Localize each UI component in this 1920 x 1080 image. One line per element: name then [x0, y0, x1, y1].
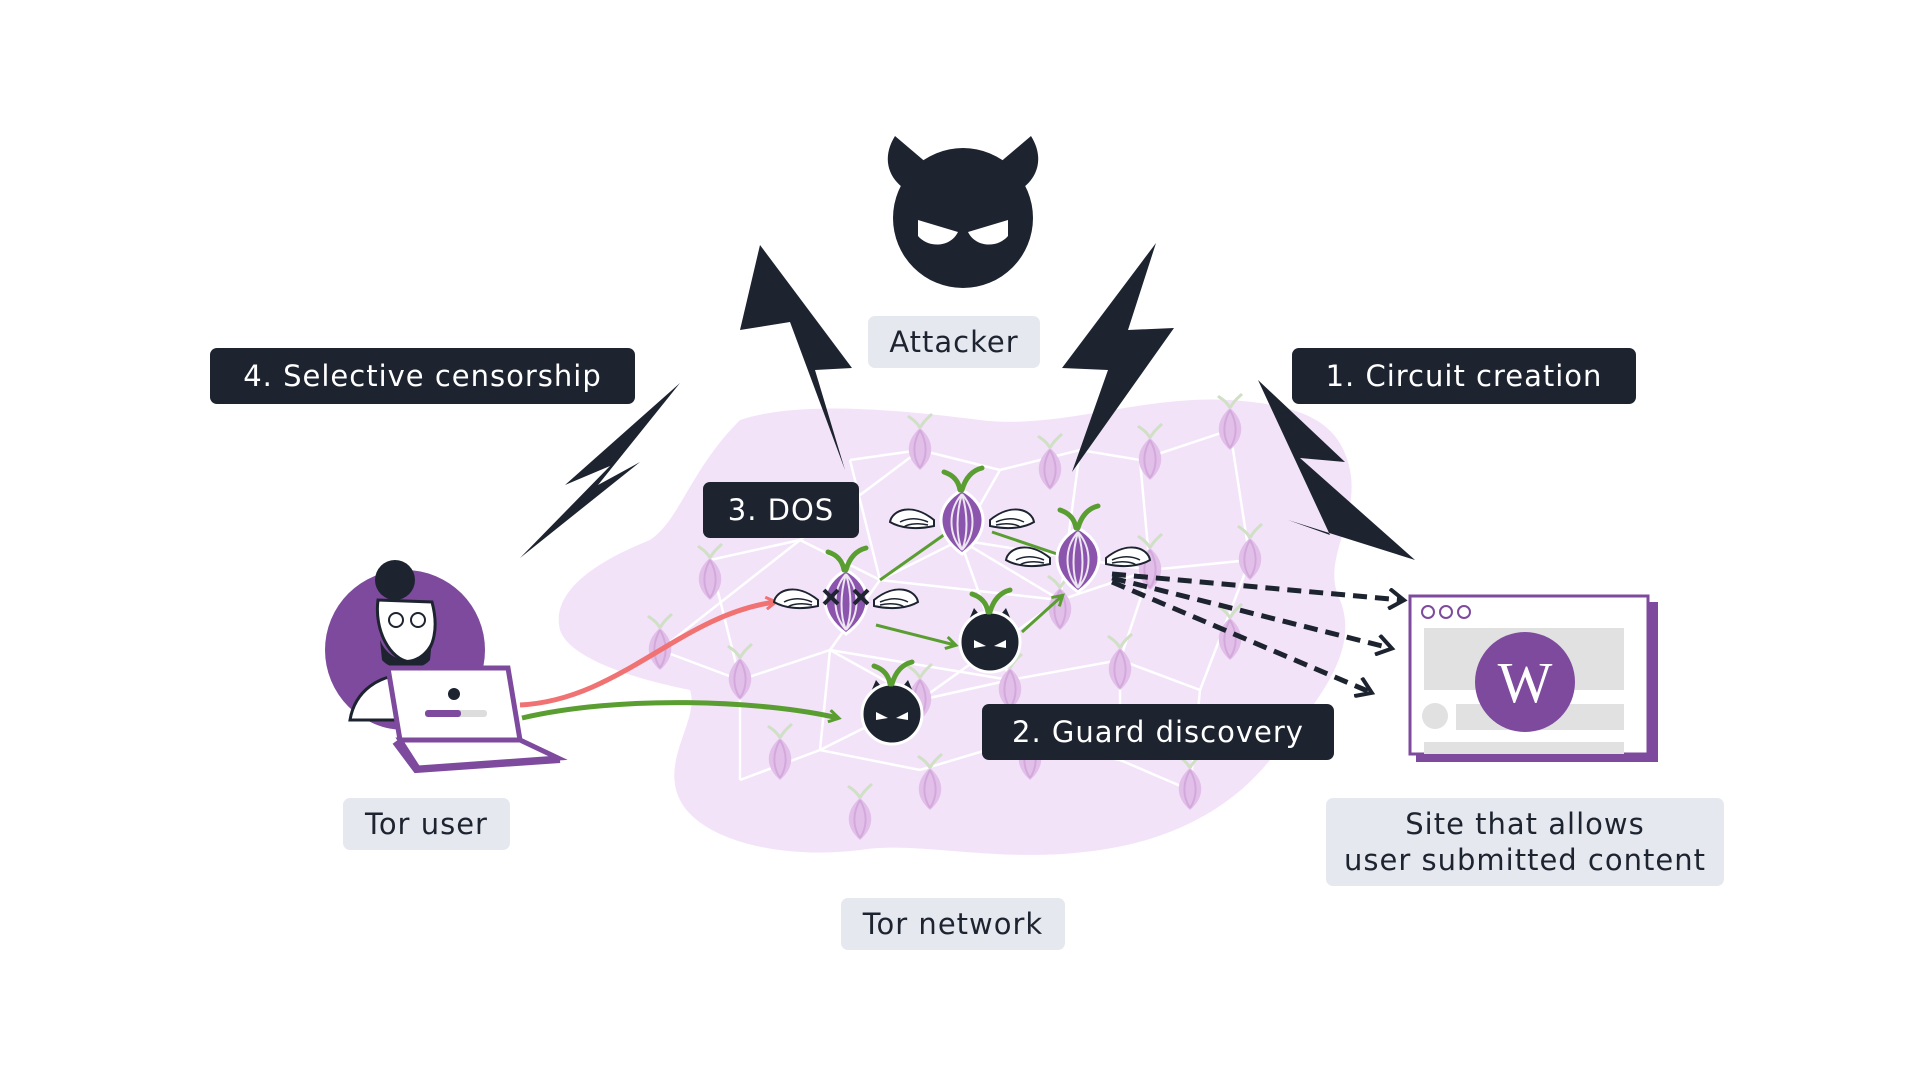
site-label-line1: Site that allows — [1405, 807, 1645, 841]
site-label: Site that allows user submitted content — [1326, 798, 1724, 886]
circuit-creation-label: 1. Circuit creation — [1292, 348, 1636, 404]
lightning-bolt-center-right — [1062, 243, 1174, 472]
circuit-dashed-arrows — [1111, 571, 1402, 692]
selective-censorship-label: 4. Selective censorship — [210, 348, 635, 404]
guard-discovery-label: 2. Guard discovery — [982, 704, 1334, 760]
green-path-relay-to-exit — [991, 530, 1061, 557]
lightning-bolt-right — [1258, 380, 1415, 560]
tor-user-label: Tor user — [343, 798, 510, 850]
site-label-line2: user submitted content — [1344, 843, 1706, 877]
laptop-icon — [385, 665, 568, 774]
site-logo-letter: W — [1498, 650, 1553, 715]
attacker-devil-icon — [887, 136, 1039, 288]
green-path-dos-to-evil — [875, 623, 955, 645]
lightning-bolt-center-left — [740, 245, 852, 470]
green-path-arrow-user — [521, 700, 838, 718]
site-window: W — [1408, 594, 1658, 762]
red-path-arrow — [519, 602, 775, 708]
green-path-evil-to-exit — [1020, 596, 1062, 634]
tor-network-label: Tor network — [841, 898, 1065, 950]
attacker-label: Attacker — [868, 316, 1040, 368]
lightning-bolt-left — [520, 383, 680, 558]
relay-onion-dos — [773, 548, 919, 634]
dos-label: 3. DOS — [703, 482, 859, 538]
green-path-dos-to-relay — [879, 530, 949, 582]
